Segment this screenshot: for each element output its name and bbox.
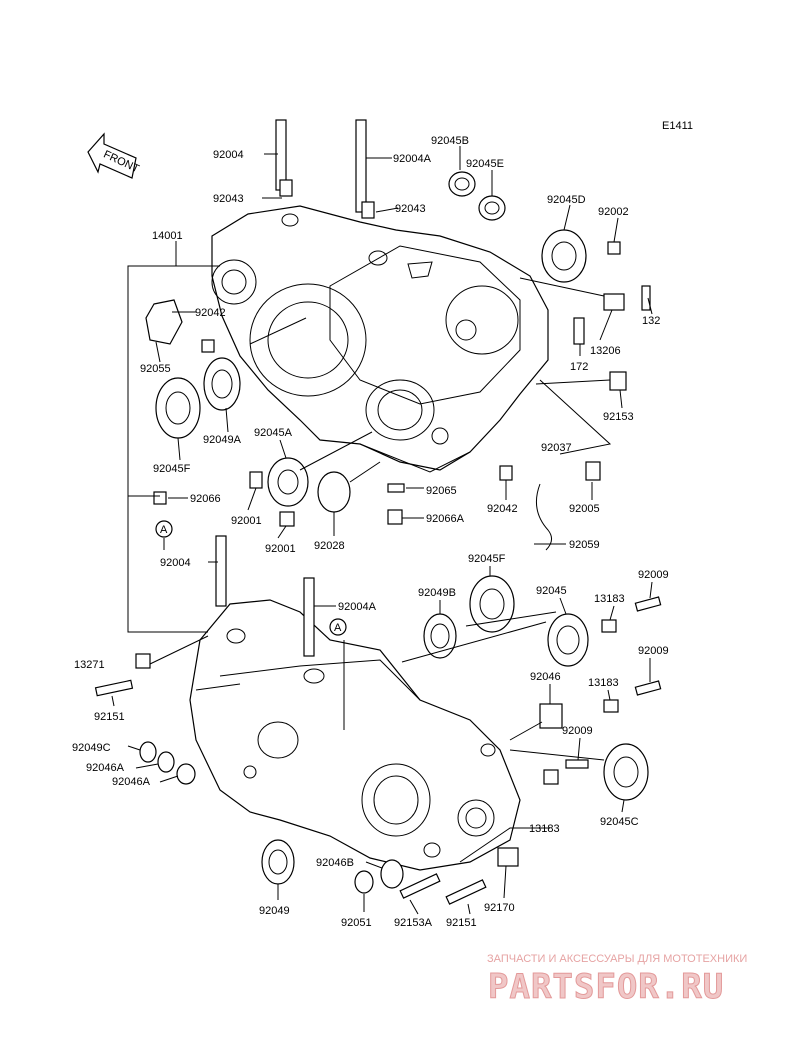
part-label: 92042 [487, 503, 518, 515]
part-label: 92009 [638, 645, 669, 657]
part-label: 13183 [588, 677, 619, 689]
part-label: 92004A [393, 153, 432, 165]
ref-marker-text: A [334, 622, 342, 634]
part-label: 92066 [190, 493, 221, 505]
watermark-caption: ЗАПЧАСТИ И АКСЕССУАРЫ ДЛЯ МОТОТЕХНИКИ [487, 953, 747, 965]
part-label: 92042 [195, 307, 226, 319]
ref-marker-lower: A [329, 618, 347, 636]
ref-marker-text: A [160, 524, 168, 536]
part-label: 92004A [338, 601, 377, 613]
part-label: 92046A [86, 762, 125, 774]
part-label: 13183 [529, 823, 560, 835]
part-label: 92045 [536, 585, 567, 597]
part-label: 92001 [231, 515, 262, 527]
part-label: 92151 [94, 711, 125, 723]
ref-marker-upper: A [155, 520, 173, 538]
diagram-code: E1411 [662, 120, 693, 132]
lower-crankcase-half [189, 599, 521, 871]
part-label: 92051 [341, 917, 372, 929]
part-label: 92065 [426, 485, 457, 497]
part-label: 92045F [468, 553, 506, 565]
part-label: 92045F [153, 463, 191, 475]
part-label: 92009 [638, 569, 669, 581]
part-label: 92151 [446, 917, 477, 929]
part-label: 13271 [74, 659, 105, 671]
parts [94, 119, 662, 905]
part-label: 92045E [466, 158, 504, 170]
part-label: 92046 [530, 671, 561, 683]
part-label: 92001 [265, 543, 296, 555]
part-label: 92002 [598, 206, 629, 218]
part-label: 14001 [152, 230, 183, 242]
part-label: 92049C [72, 742, 111, 754]
part-label: 92004 [160, 557, 191, 569]
part-label: 92043 [213, 193, 244, 205]
watermark: ЗАПЧАСТИ И АКСЕССУАРЫ ДЛЯ МОТОТЕХНИКИ PA… [487, 953, 747, 1008]
part-label: 13206 [590, 345, 621, 357]
part-label: 13183 [594, 593, 625, 605]
part-label: 92045C [600, 816, 639, 828]
part-label: 92043 [395, 203, 426, 215]
part-label: 92049 [259, 905, 290, 917]
upper-crankcase-half [211, 205, 549, 473]
part-label: 132 [642, 315, 660, 327]
part-label: 92049B [418, 587, 456, 599]
part-label: 92049A [203, 434, 242, 446]
part-label: 92046A [112, 776, 151, 788]
part-label: 92046B [316, 857, 354, 869]
part-label: 92153A [394, 917, 433, 929]
part-label: 92045B [431, 135, 469, 147]
front-arrow-icon: FRONT [87, 132, 141, 179]
part-label: 92066A [426, 513, 465, 525]
part-label: 92037 [541, 442, 572, 454]
part-label: 92170 [484, 902, 515, 914]
part-label: 92005 [569, 503, 600, 515]
part-label: 92045A [254, 427, 293, 439]
part-label: 92045D [547, 194, 586, 206]
callout-labels: 92004 92043 92004A 92045B 92045E 92043 9… [72, 135, 669, 929]
part-label: 172 [570, 361, 588, 373]
part-label: 92055 [140, 363, 171, 375]
part-label: 92009 [562, 725, 593, 737]
leader-lines [111, 146, 653, 915]
watermark-logo: PARTSFOR.RU [488, 967, 724, 1007]
part-label: 92059 [569, 539, 600, 551]
part-label: 92153 [603, 411, 634, 423]
part-label: 92028 [314, 540, 345, 552]
part-label: 92004 [213, 149, 244, 161]
